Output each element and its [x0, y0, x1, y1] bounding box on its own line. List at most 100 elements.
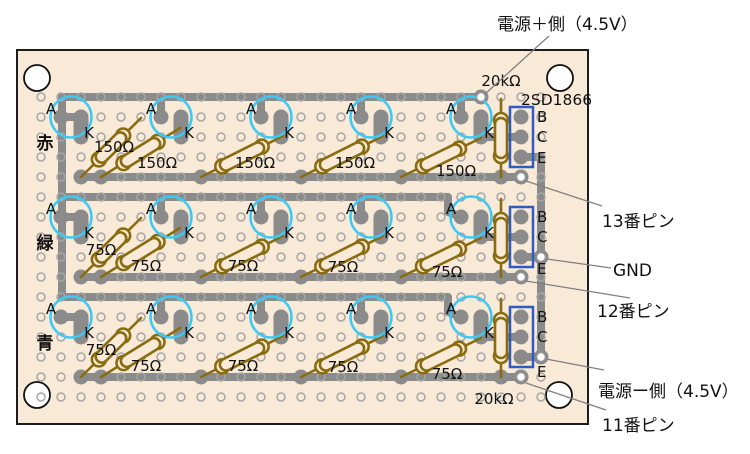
perfboard-hole — [436, 112, 446, 122]
led-outline — [449, 95, 493, 139]
power-minus-annotation: 電源ー側（4.5V） — [598, 382, 739, 402]
led-resistor — [299, 234, 385, 279]
perfboard-hole — [536, 272, 546, 282]
resistor-value-label: 150Ω — [235, 154, 275, 172]
perfboard-hole — [36, 272, 46, 282]
perfboard-hole — [296, 392, 306, 402]
perfboard-hole — [96, 192, 106, 202]
mounting-hole — [545, 381, 573, 409]
perfboard-hole — [536, 132, 546, 142]
perfboard-hole — [436, 272, 446, 282]
perfboard-hole — [316, 292, 326, 302]
perfboard-hole — [36, 372, 46, 382]
perfboard-hole — [116, 192, 126, 202]
perfboard-hole — [236, 172, 246, 182]
transistor-pad — [513, 329, 529, 345]
resistor-value-label: 75Ω — [86, 341, 117, 359]
anode-pad — [253, 109, 269, 125]
perfboard-hole — [376, 252, 386, 262]
resistor-value-label: 75Ω — [228, 257, 259, 275]
perfboard-hole — [536, 192, 546, 202]
pin11-annotation: 11番ピン — [602, 416, 675, 436]
pin-b-label: B — [537, 108, 547, 126]
perfboard-hole — [296, 292, 306, 302]
perfboard-hole — [276, 172, 286, 182]
perfboard-hole — [336, 112, 346, 122]
perfboard-hole — [536, 172, 546, 182]
perfboard-hole — [76, 392, 86, 402]
perfboard-hole — [316, 112, 326, 122]
perfboard-hole — [376, 172, 386, 182]
perfboard-hole — [96, 312, 106, 322]
resistor-body — [119, 236, 162, 269]
perfboard-hole — [236, 392, 246, 402]
row-color-label: 緑 — [37, 233, 55, 254]
anode-pad — [453, 309, 469, 325]
perfboard-hole — [536, 392, 546, 402]
perfboard-hole — [76, 352, 86, 362]
perfboard-hole — [196, 152, 206, 162]
resistor-value-label: 150Ω — [335, 154, 375, 172]
perfboard-hole — [116, 292, 126, 302]
perfboard-hole — [276, 372, 286, 382]
resistor-value-label: 150Ω — [436, 162, 476, 180]
resistor-layer — [79, 97, 510, 379]
transistor-pad — [513, 249, 529, 265]
led-resistor — [199, 134, 285, 179]
pin12-pointer — [525, 280, 631, 299]
resistor-value-label: 75Ω — [131, 357, 162, 375]
perfboard-hole — [136, 92, 146, 102]
perfboard-hole — [176, 352, 186, 362]
pin-c-label: C — [537, 128, 547, 146]
pin12-annotation: 12番ピン — [597, 302, 670, 322]
mounting-hole — [546, 64, 574, 92]
resistor-value-label: 75Ω — [228, 357, 259, 375]
perfboard-hole — [436, 392, 446, 402]
transistor-pad — [513, 349, 529, 365]
led-resistor — [399, 336, 483, 379]
perfboard-hole — [136, 372, 146, 382]
perfboard-hole — [536, 152, 546, 162]
perfboard-hole — [196, 312, 206, 322]
perfboard-hole — [96, 112, 106, 122]
perfboard-hole — [256, 392, 266, 402]
perfboard-hole — [396, 332, 406, 342]
perfboard-hole — [136, 292, 146, 302]
perfboard-hole — [56, 172, 66, 182]
perfboard-hole — [416, 312, 426, 322]
power-plus-annotation: 電源＋側（4.5V） — [497, 15, 638, 35]
perfboard-hole — [36, 332, 46, 342]
anode-label: A — [246, 100, 257, 118]
perfboard-hole — [336, 272, 346, 282]
perfboard-hole — [136, 392, 146, 402]
perfboard-hole — [396, 292, 406, 302]
perfboard-hole — [236, 372, 246, 382]
anode-label: A — [146, 200, 157, 218]
perfboard-hole — [196, 212, 206, 222]
perfboard-hole — [396, 312, 406, 322]
perfboard-hole — [36, 392, 46, 402]
perfboard-hole — [236, 232, 246, 242]
perfboard-hole — [236, 272, 246, 282]
perfboard-hole — [196, 132, 206, 142]
perfboard-hole — [196, 92, 206, 102]
perfboard-hole — [216, 332, 226, 342]
pin11-pointer — [525, 382, 607, 411]
perfboard-hole — [316, 392, 326, 402]
gnd-pointer — [546, 258, 612, 269]
perfboard-hole — [296, 252, 306, 262]
resistor-body — [119, 336, 162, 369]
perfboard-hole — [476, 372, 486, 382]
perfboard-hole — [156, 172, 166, 182]
perfboard-hole — [56, 152, 66, 162]
perfboard-hole — [396, 152, 406, 162]
perfboard-hole — [536, 312, 546, 322]
cathode-label: K — [384, 324, 395, 342]
perfboard-hole — [496, 392, 506, 402]
perfboard-hole — [56, 392, 66, 402]
perfboard-hole — [336, 232, 346, 242]
perfboard-hole — [136, 312, 146, 322]
anode-pad — [353, 309, 369, 325]
perfboard-hole — [116, 392, 126, 402]
